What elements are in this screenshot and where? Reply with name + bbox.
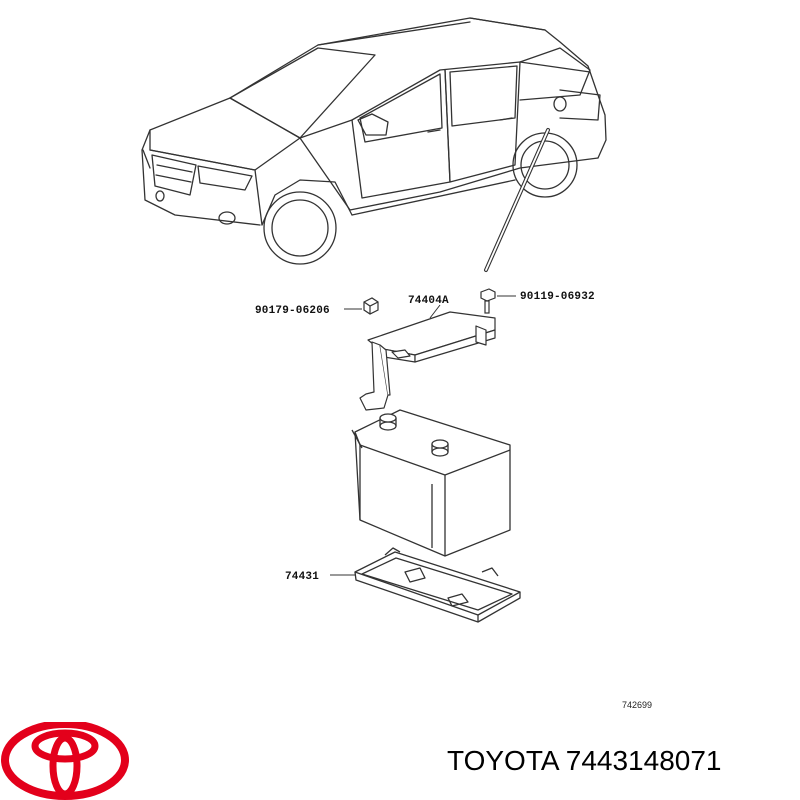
bolt-icon (480, 288, 496, 314)
toyota-logo-icon (1, 722, 129, 800)
part-label-nut: 90179-06206 (255, 305, 330, 317)
nut-icon (363, 297, 379, 315)
illustration-reference-code: 742699 (622, 700, 652, 710)
vehicle-illustration (141, 17, 607, 265)
battery-illustration (351, 409, 511, 557)
bracket-illustration (359, 311, 496, 411)
part-label-bracket: 74404A (408, 295, 449, 307)
part-label-bolt: 90119-06932 (520, 291, 595, 303)
tray-illustration (354, 547, 521, 623)
brand-part-number: TOYOTA 7443148071 (447, 745, 722, 776)
part-label-tray: 74431 (285, 571, 319, 583)
